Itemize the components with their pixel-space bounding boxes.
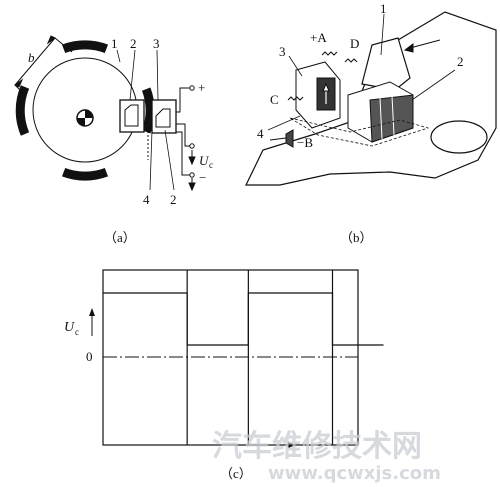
hall-chip-icon xyxy=(155,108,171,128)
output-waveform xyxy=(103,292,384,346)
uc-axis-label: U xyxy=(64,320,75,335)
label-plus-a: +A xyxy=(310,30,327,45)
wheel-blade-right xyxy=(141,87,155,134)
dimension-b-label: b xyxy=(28,50,35,65)
spring-A xyxy=(321,51,338,56)
sensor-base xyxy=(289,117,430,147)
shaft-arrow xyxy=(403,39,441,53)
label-b2: 2 xyxy=(457,54,464,69)
panel-b: +A D 1 2 3 4 C −B （b） xyxy=(245,1,497,245)
arrow-minus-b xyxy=(269,129,294,148)
label-minus-b: −B xyxy=(297,135,313,150)
watermark-text: 汽车维修技术网 xyxy=(212,429,422,464)
spring-C xyxy=(287,96,304,101)
waveform-group xyxy=(103,270,384,445)
label-2b: 2 xyxy=(170,192,177,207)
output-voltage-sub: c xyxy=(209,160,213,170)
dimension-b xyxy=(14,35,73,93)
caption-c: （c） xyxy=(220,466,252,481)
label-3: 3 xyxy=(153,36,160,51)
label-4: 4 xyxy=(143,192,150,207)
label-c: C xyxy=(270,92,279,107)
uc-axis-sub: c xyxy=(75,327,79,337)
label-2: 2 xyxy=(130,36,137,51)
terminal-minus: − xyxy=(199,170,206,185)
waveform-frame xyxy=(102,269,359,446)
caption-b: （b） xyxy=(340,230,373,245)
panel-a: b 1 2 3 4 2 xyxy=(14,35,213,245)
panel-b-leaders xyxy=(267,13,456,131)
time-axis-arrow xyxy=(288,442,296,448)
magnet-pole-icon xyxy=(124,104,139,127)
terminal-plus: + xyxy=(198,80,205,95)
terminal-wiring xyxy=(176,85,196,192)
spring-D xyxy=(344,58,358,63)
watermark-url: www.qcwxjs.com xyxy=(268,463,441,484)
output-voltage-label: U xyxy=(199,153,210,168)
panel-a-leaders xyxy=(116,49,175,191)
hub-icon xyxy=(76,109,94,127)
mounting-hole xyxy=(430,120,488,154)
label-b1: 1 xyxy=(380,1,387,16)
magnet-block xyxy=(347,81,414,143)
panel-c: U c 0 （c） xyxy=(64,269,384,481)
label-1: 1 xyxy=(111,36,118,51)
label-d: D xyxy=(350,36,359,51)
wheel-blade-left xyxy=(15,85,30,136)
zero-label: 0 xyxy=(86,349,93,364)
caption-a: （a） xyxy=(104,230,136,245)
watermark: 汽车维修技术网 www.qcwxjs.com xyxy=(212,429,441,484)
hall-block xyxy=(295,61,341,129)
label-b3: 3 xyxy=(279,44,286,59)
label-b4: 4 xyxy=(257,126,264,141)
wheel-blade-bottom xyxy=(61,167,109,181)
wheel-blade-top xyxy=(61,40,109,54)
